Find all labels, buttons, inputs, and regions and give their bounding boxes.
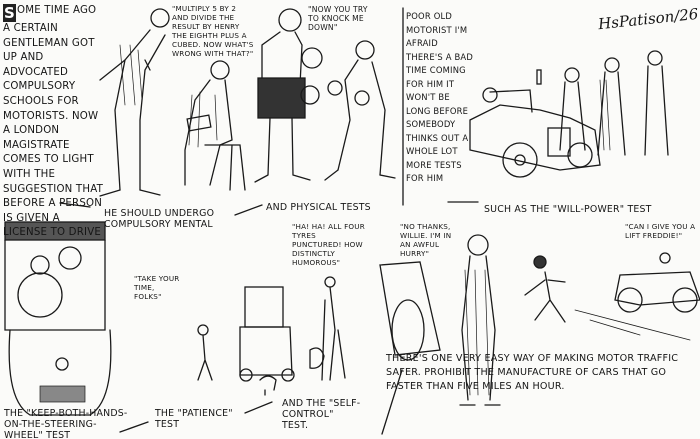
caption-dash <box>234 204 263 216</box>
patience-test-caption: The "Patience" test <box>155 408 233 430</box>
caption-dash <box>59 202 91 208</box>
stopped-car-with-animals <box>197 276 346 396</box>
mental-test-caption: He should undergo compulsory mental <box>104 208 215 230</box>
physical-test-caption: And physical tests <box>266 202 371 213</box>
intro-body: ome time ago a certain gentleman got up … <box>3 5 104 239</box>
car-with-driver <box>469 87 601 178</box>
bottle <box>536 69 542 85</box>
caption-dash <box>381 369 403 435</box>
steering-test-caption: The "Keep-both-hands-on-the-steering-whe… <box>4 408 128 439</box>
driver-speech: "Can I give you a lift Freddie!" <box>625 222 696 240</box>
self-control-speech: "Ha! Ha! All four tyres punctured! How d… <box>292 222 365 267</box>
conclusion-text: There's one very easy way of making moto… <box>386 353 679 392</box>
drop-cap: S <box>3 4 16 22</box>
physical-test-speech: "Now you try to knock me down" <box>308 5 368 32</box>
mental-test-speech: "Multiply 5 by 2 and divide the result b… <box>172 4 254 58</box>
close-up-car-couple <box>4 221 112 416</box>
tall-man-figure <box>99 8 170 197</box>
caption-dash <box>244 401 273 414</box>
seated-clerk-figure <box>184 60 246 191</box>
willpower-test-caption: Such as the "Will-Power" test <box>484 204 652 215</box>
walker-speech: "No thanks, Willie. I'm in an awful hurr… <box>400 222 452 258</box>
flat-tyre-car-and-man <box>379 234 501 406</box>
poor-motorist-text: Poor old motorist I'm afraid there's a b… <box>406 11 474 183</box>
intro-text: Some time ago a certain gentleman got up… <box>3 4 103 241</box>
thin-boxer-figure <box>324 40 396 181</box>
walking-man-and-car <box>524 252 700 341</box>
self-control-caption: And the "Self-control" test. <box>282 398 361 431</box>
men-offering-temptations <box>536 50 669 156</box>
patience-test-speech: "Take your time, folks" <box>134 274 180 301</box>
big-boxer-figure <box>254 8 323 183</box>
caption-dash <box>119 421 149 433</box>
